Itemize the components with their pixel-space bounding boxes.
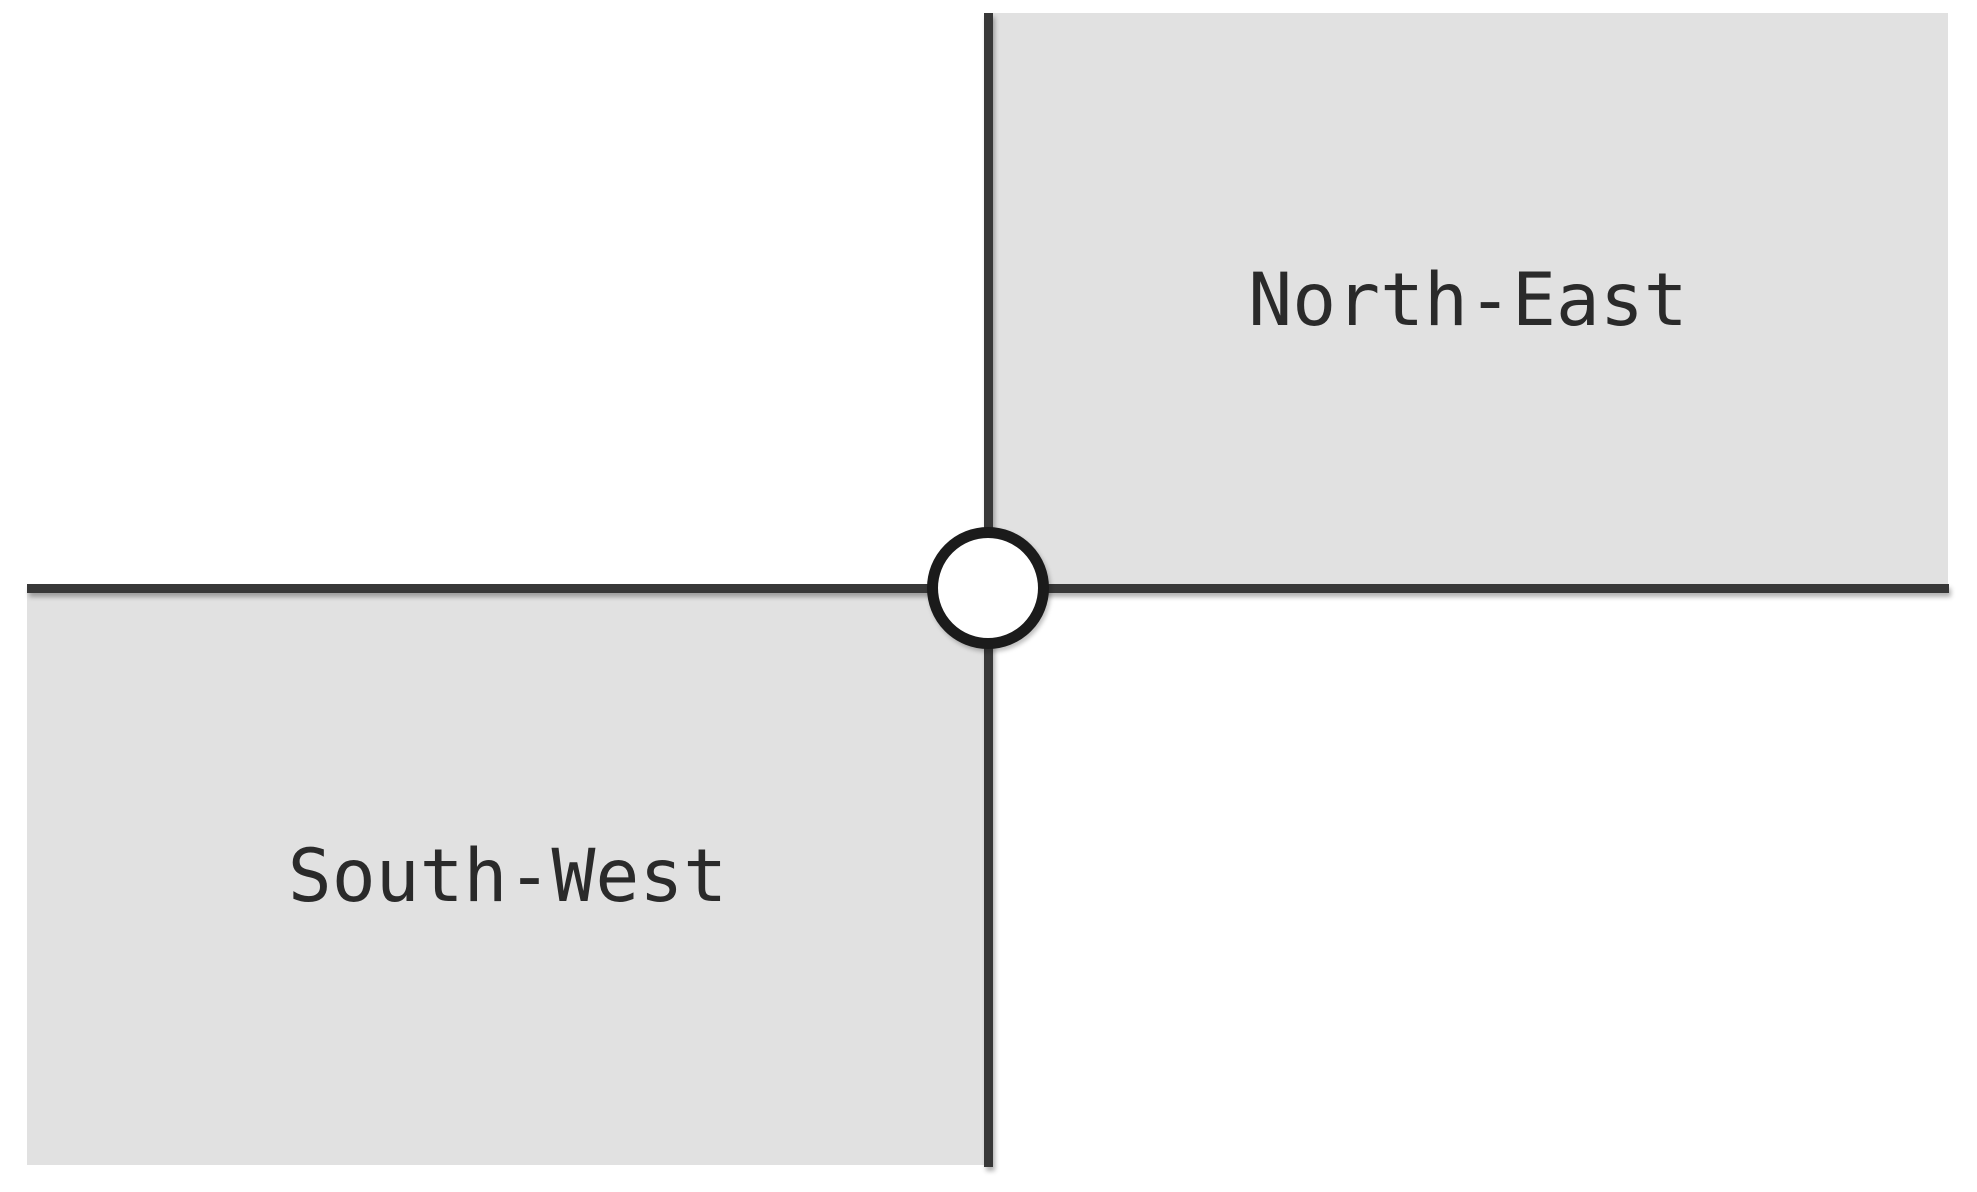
quadrant-north-east: North-East (988, 13, 1948, 588)
origin-circle (927, 527, 1049, 649)
north-east-label: North-East (1248, 258, 1688, 343)
quadrant-south-west: South-West (27, 588, 988, 1165)
south-west-label: South-West (287, 834, 728, 919)
